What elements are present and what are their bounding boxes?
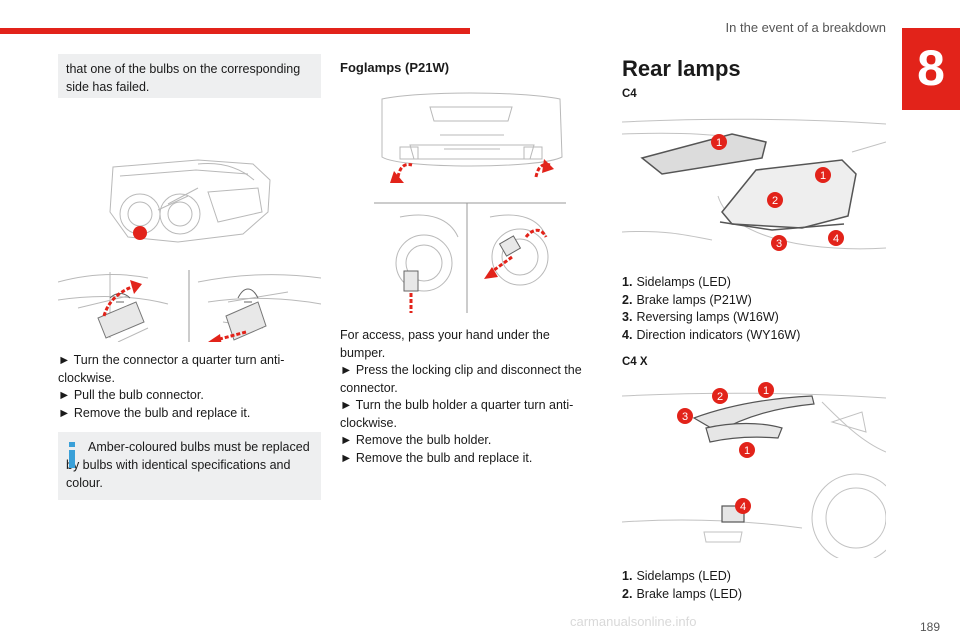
intro-text: that one of the bulbs on the correspondi… <box>66 62 301 94</box>
pull-arrow-icon <box>215 330 247 342</box>
foglamp-left-arrow-icon <box>396 163 413 178</box>
legend-item: 2.Brake lamps (P21W) <box>622 292 752 307</box>
step-2: ► Pull the bulb connector. <box>58 388 204 402</box>
note-box: Amber-coloured bulbs must be replaced by… <box>58 432 321 500</box>
rotate-arrow-icon <box>102 284 135 317</box>
access-text: For access, pass your hand under the bum… <box>340 328 550 360</box>
intro-box: that one of the bulbs on the correspondi… <box>58 54 321 98</box>
svg-text:1: 1 <box>716 137 722 149</box>
svg-text:1: 1 <box>744 445 750 457</box>
foglamps-heading: Foglamps (P21W) <box>340 60 450 75</box>
callout-2 <box>767 192 783 208</box>
chapter-number-badge: 8 <box>902 28 960 110</box>
callout-4 <box>735 498 751 514</box>
svg-text:3: 3 <box>682 411 688 423</box>
c4-legend: 1.Sidelamps (LED) 2.Brake lamps (P21W) 3… <box>622 274 886 344</box>
foglamp-step-2: ► Turn the bulb holder a quarter turn an… <box>340 398 574 430</box>
callout-2 <box>712 388 728 404</box>
svg-text:2: 2 <box>717 391 723 403</box>
step-3: ► Remove the bulb and replace it. <box>58 405 251 420</box>
svg-text:4: 4 <box>833 233 839 245</box>
column-middle: Foglamps (P21W) For <box>340 54 590 467</box>
callout-3 <box>771 235 787 251</box>
header-accent-bar <box>0 28 470 34</box>
c4-callouts: 1 1 2 3 4 <box>711 134 844 251</box>
remove-holder-arrow-icon <box>489 255 513 275</box>
bulb-location-dot <box>133 226 147 240</box>
c4x-legend: 1.Sidelamps (LED) 2.Brake lamps (LED) <box>622 568 886 603</box>
c4-rear-lamp-illustration: 1 1 2 3 4 <box>622 118 886 251</box>
callout-1b <box>739 442 755 458</box>
step-1: ► Turn the connector a quarter turn anti… <box>58 353 285 385</box>
chapter-title: In the event of a breakdown <box>725 20 886 35</box>
foglamp-step-1: ► Press the locking clip and disconnect … <box>340 363 582 395</box>
svg-text:2: 2 <box>772 195 778 207</box>
legend-item: 3.Reversing lamps (W16W) <box>622 310 779 324</box>
note-text: Amber-coloured bulbs must be replaced by… <box>66 440 310 490</box>
foglamp-step-4: ► Remove the bulb and replace it. <box>340 450 533 465</box>
svg-text:3: 3 <box>776 238 782 250</box>
column-left: that one of the bulbs on the correspondi… <box>58 54 321 500</box>
c4x-rear-lamp-illustration: 2 1 3 1 4 <box>622 382 886 558</box>
svg-text:1: 1 <box>763 385 769 397</box>
rear-lamps-heading: Rear lamps <box>622 56 741 81</box>
column-right: Rear lamps C4 1 1 2 3 4 1.Sidelamps (LED… <box>622 54 886 603</box>
model-c4-label: C4 <box>622 88 637 100</box>
foglamp-step-3: ► Remove the bulb holder. <box>340 433 492 447</box>
page-number: 189 <box>919 620 940 634</box>
info-icon <box>69 442 75 468</box>
headlamp-illustration <box>58 159 321 342</box>
model-c4x-label: C4 X <box>622 356 648 368</box>
svg-text:1: 1 <box>820 170 826 182</box>
svg-text:4: 4 <box>740 501 746 513</box>
legend-item: 2.Brake lamps (LED) <box>622 586 743 601</box>
callout-3 <box>677 408 693 424</box>
c4x-callouts: 2 1 3 1 4 <box>677 382 774 514</box>
legend-item: 1.Sidelamps (LED) <box>622 569 731 583</box>
legend-item: 4.Direction indicators (WY16W) <box>622 327 801 342</box>
callout-1a <box>758 382 774 398</box>
foglamp-illustration <box>374 92 566 313</box>
legend-item: 1.Sidelamps (LED) <box>622 275 731 289</box>
callout-1a <box>711 134 727 150</box>
callout-1b <box>815 167 831 183</box>
callout-4 <box>828 230 844 246</box>
watermark: carmanualsonline.info <box>570 614 697 629</box>
